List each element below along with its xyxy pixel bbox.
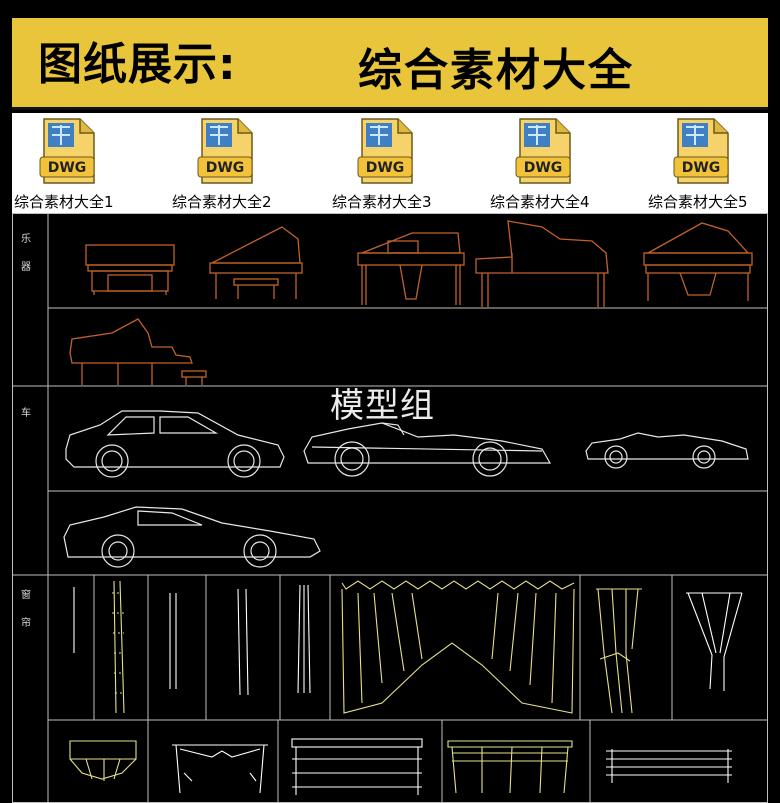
venetian-blind-icon xyxy=(606,749,732,783)
dwg-file-icon: DWG xyxy=(515,118,571,184)
grid-lines xyxy=(12,213,768,803)
curtain-chain-icon xyxy=(112,580,125,714)
section-label-instruments-1: 乐 xyxy=(21,234,31,245)
file-name: 综合素材大全1 xyxy=(14,193,114,211)
file-name: 综合素材大全3 xyxy=(332,193,432,211)
convertible-car-icon xyxy=(303,422,552,477)
banner-title: 综合素材大全 xyxy=(358,45,634,96)
stage-curtain-icon xyxy=(172,744,268,794)
file-name: 综合素材大全4 xyxy=(490,193,590,211)
banner-label: 图纸展示: xyxy=(38,39,237,90)
file-name: 综合素材大全5 xyxy=(648,193,748,211)
section-label-cars: 车 xyxy=(21,408,31,419)
section-label-instruments-2: 器 xyxy=(21,262,31,273)
file-item-3[interactable]: DWG 综合素材大全3 xyxy=(332,113,482,213)
grand-piano-open-icon xyxy=(475,220,609,307)
dwg-badge: DWG xyxy=(682,160,721,176)
curtain-panel-1-icon xyxy=(169,593,177,689)
grand-piano-side-icon xyxy=(209,226,303,299)
grand-piano-front-icon xyxy=(357,232,465,305)
curtain-drawings xyxy=(69,580,743,795)
dwg-file-icon: DWG xyxy=(673,118,729,184)
sports-car-icon xyxy=(585,432,749,469)
dwg-badge: DWG xyxy=(206,160,245,176)
grand-piano-with-stool-icon xyxy=(69,318,207,385)
curtain-panel-2-icon xyxy=(237,588,249,696)
watermark: 模型组 xyxy=(330,386,435,426)
section-label-curtains-1: 窗 xyxy=(21,590,31,601)
cad-drawing-canvas xyxy=(12,213,768,803)
piano-drawings xyxy=(69,220,753,385)
section-label-curtains-2: 帘 xyxy=(21,618,31,629)
roman-blind-icon xyxy=(291,738,423,795)
grand-piano-lid-icon xyxy=(643,222,753,301)
title-banner: 图纸展示: 综合素材大全 xyxy=(12,18,768,110)
dwg-file-icon: DWG xyxy=(197,118,253,184)
valance-curtain-icon xyxy=(69,740,137,781)
dwg-file-icon: DWG xyxy=(39,118,95,184)
hatchback-car-icon xyxy=(65,410,285,478)
cad-preview-sheet: 乐 器 车 窗 帘 xyxy=(12,213,768,803)
dwg-file-icon: DWG xyxy=(357,118,413,184)
file-name: 综合素材大全2 xyxy=(172,193,272,211)
tieback-curtain-icon xyxy=(596,588,642,714)
tieback-curtain-small-icon xyxy=(686,592,743,691)
drape-curtain-large-icon xyxy=(341,580,575,714)
car-drawings xyxy=(63,410,749,568)
file-item-5[interactable]: DWG 综合素材大全5 xyxy=(648,113,780,213)
curtain-panel-3-icon xyxy=(297,584,311,694)
file-list: DWG 综合素材大全1 DWG 综合素材大全2 DWG 综合素材大全3 xyxy=(12,113,768,213)
dwg-badge: DWG xyxy=(524,160,563,176)
upright-piano-icon xyxy=(85,244,175,295)
dwg-badge: DWG xyxy=(366,160,405,176)
file-item-1[interactable]: DWG 综合素材大全1 xyxy=(14,113,164,213)
coupe-car-icon xyxy=(63,506,321,568)
pleated-blind-icon xyxy=(447,740,573,794)
file-item-2[interactable]: DWG 综合素材大全2 xyxy=(172,113,322,213)
file-item-4[interactable]: DWG 综合素材大全4 xyxy=(490,113,640,213)
dwg-badge: DWG xyxy=(48,160,87,176)
